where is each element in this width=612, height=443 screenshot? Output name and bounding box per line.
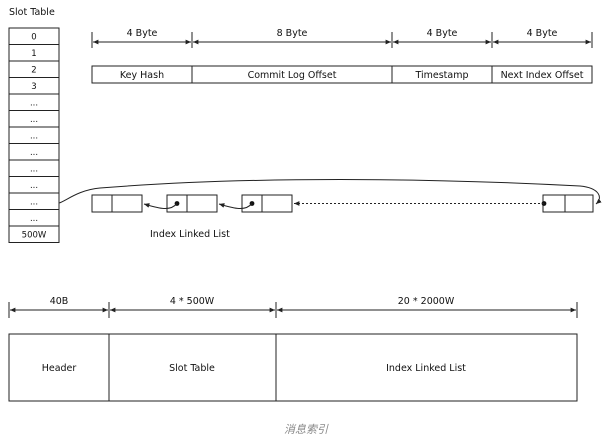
slot-table-title: Slot Table bbox=[9, 7, 55, 18]
index-linked-list: Index Linked List bbox=[58, 179, 602, 240]
slot-table: 0 1 2 3........................ 500W bbox=[8, 27, 60, 243]
field-size-timestamp: 4 Byte bbox=[427, 28, 458, 39]
section-name-header: Header bbox=[42, 363, 77, 374]
slot-cell-label: 3 bbox=[31, 82, 36, 92]
slot-cell-label: ... bbox=[30, 115, 38, 125]
slot-cell-label: ... bbox=[30, 148, 38, 158]
slot-cell-label: ... bbox=[30, 197, 38, 207]
field-size-next-index-offset: 4 Byte bbox=[527, 28, 558, 39]
field-size-key-hash: 4 Byte bbox=[127, 28, 158, 39]
field-name-key-hash: Key Hash bbox=[120, 70, 164, 81]
linked-list-label: Index Linked List bbox=[150, 229, 230, 240]
list-node-1 bbox=[91, 194, 143, 213]
slot-cell bbox=[8, 225, 60, 243]
field-name-timestamp: Timestamp bbox=[414, 70, 468, 81]
section-name-index-linked-list: Index Linked List bbox=[386, 363, 466, 374]
section-size-header: 40B bbox=[50, 296, 69, 307]
file-layout: 40B 4 * 500W 20 * 2000W Header Slot Tabl… bbox=[8, 296, 578, 402]
list-node-3 bbox=[241, 194, 293, 213]
slot-cell-label: ... bbox=[30, 98, 38, 108]
slot-cell-label: 0 bbox=[31, 32, 36, 42]
field-name-commit-log-offset: Commit Log Offset bbox=[248, 70, 337, 81]
slot-cell-label: 500W bbox=[22, 230, 47, 240]
field-size-commit-log-offset: 8 Byte bbox=[277, 28, 308, 39]
slot-cell-label: ... bbox=[30, 214, 38, 224]
slot-cell-label: 1 bbox=[31, 49, 36, 59]
list-node-2 bbox=[166, 194, 218, 213]
section-size-index-linked-list: 20 * 2000W bbox=[398, 296, 455, 307]
slot-cell-label: 2 bbox=[31, 65, 36, 75]
entry-format: 4 Byte 8 Byte 4 Byte 4 Byte Key Hash Com… bbox=[91, 28, 593, 84]
list-node-last bbox=[542, 194, 594, 213]
slot-cell-label: ... bbox=[30, 131, 38, 141]
slot-cell-label: ... bbox=[30, 164, 38, 174]
field-name-next-index-offset: Next Index Offset bbox=[501, 70, 584, 81]
slot-cell-label: ... bbox=[30, 181, 38, 191]
section-size-slot-table: 4 * 500W bbox=[170, 296, 215, 307]
section-name-slot-table: Slot Table bbox=[169, 363, 215, 374]
figure-caption: 消息索引 bbox=[284, 423, 329, 436]
